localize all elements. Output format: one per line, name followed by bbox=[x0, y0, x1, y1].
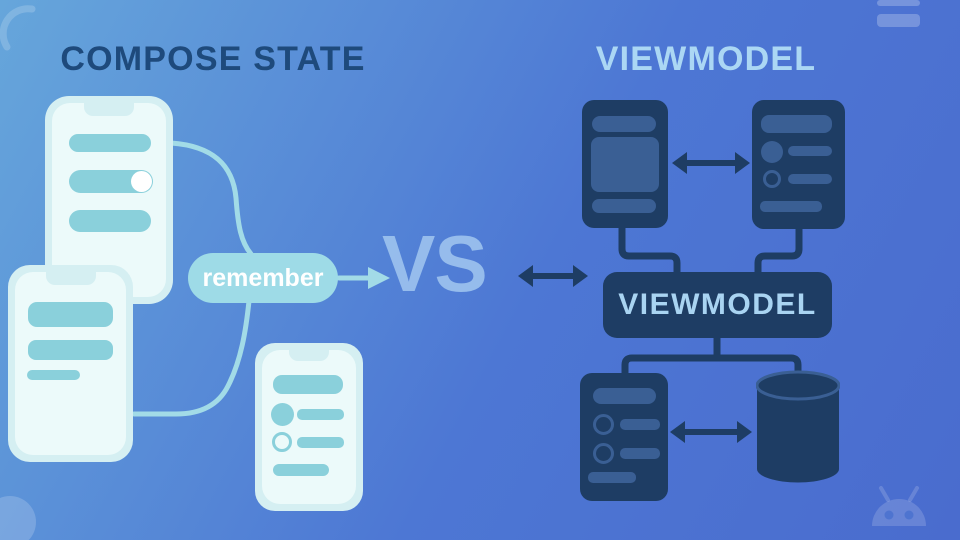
crescent-icon bbox=[0, 5, 36, 51]
toggle-icon bbox=[69, 170, 153, 193]
ui-bar bbox=[592, 116, 656, 132]
radio-outline-icon bbox=[593, 414, 614, 435]
phone-screen bbox=[262, 350, 356, 504]
ui-bar bbox=[788, 146, 832, 156]
viewmodel-box: VIEWMODEL bbox=[603, 272, 832, 338]
ui-bar bbox=[297, 437, 344, 448]
android-robot-icon bbox=[872, 486, 926, 526]
app-screen-box bbox=[582, 100, 668, 228]
ui-bar bbox=[273, 464, 329, 476]
connector-line-icon bbox=[618, 226, 681, 274]
ui-bar bbox=[592, 199, 656, 213]
flow-line-icon bbox=[131, 298, 252, 417]
radio-filled-icon bbox=[271, 403, 294, 426]
flow-line-icon bbox=[168, 140, 254, 257]
ui-bar bbox=[27, 370, 80, 380]
radio-outline-icon bbox=[763, 170, 781, 188]
list-screen-box bbox=[752, 100, 845, 229]
ui-bar bbox=[28, 302, 113, 327]
phone-notch-icon bbox=[45, 272, 96, 285]
repository-box bbox=[580, 373, 668, 501]
phone-mockup-3 bbox=[255, 343, 363, 511]
ui-bar bbox=[788, 174, 832, 184]
ui-bar bbox=[28, 340, 113, 360]
phone-notch-icon bbox=[84, 103, 134, 116]
ui-bar bbox=[297, 409, 344, 420]
ui-bar bbox=[273, 375, 343, 394]
toggle-knob bbox=[131, 171, 152, 192]
ui-bar bbox=[760, 201, 822, 212]
phone-notch-icon bbox=[289, 350, 329, 361]
ui-bar bbox=[761, 115, 832, 133]
database-cylinder-icon bbox=[756, 370, 840, 483]
ui-bar bbox=[620, 448, 660, 459]
radio-filled-icon bbox=[761, 141, 783, 163]
ui-bar bbox=[69, 134, 151, 152]
ui-bar bbox=[620, 419, 660, 430]
corner-circle-icon bbox=[0, 496, 36, 540]
radio-outline-icon bbox=[593, 443, 614, 464]
viewmodel-title: VIEWMODEL bbox=[595, 40, 817, 78]
notification-bar-icon bbox=[877, 0, 920, 6]
phone-screen bbox=[15, 272, 126, 455]
remember-pill: remember bbox=[188, 253, 338, 303]
radio-outline-icon bbox=[272, 432, 292, 452]
vs-label: VS bbox=[382, 219, 488, 308]
notification-bar-icon bbox=[877, 14, 920, 27]
phone-mockup-1 bbox=[45, 96, 173, 304]
ui-bar bbox=[69, 210, 151, 232]
connector-line-icon bbox=[754, 226, 803, 274]
ui-bar bbox=[588, 472, 636, 483]
phone-mockup-2 bbox=[8, 265, 133, 462]
ui-bar bbox=[593, 388, 656, 404]
compose-state-title: COMPOSE STATE bbox=[60, 40, 366, 78]
screen-area bbox=[591, 137, 659, 192]
